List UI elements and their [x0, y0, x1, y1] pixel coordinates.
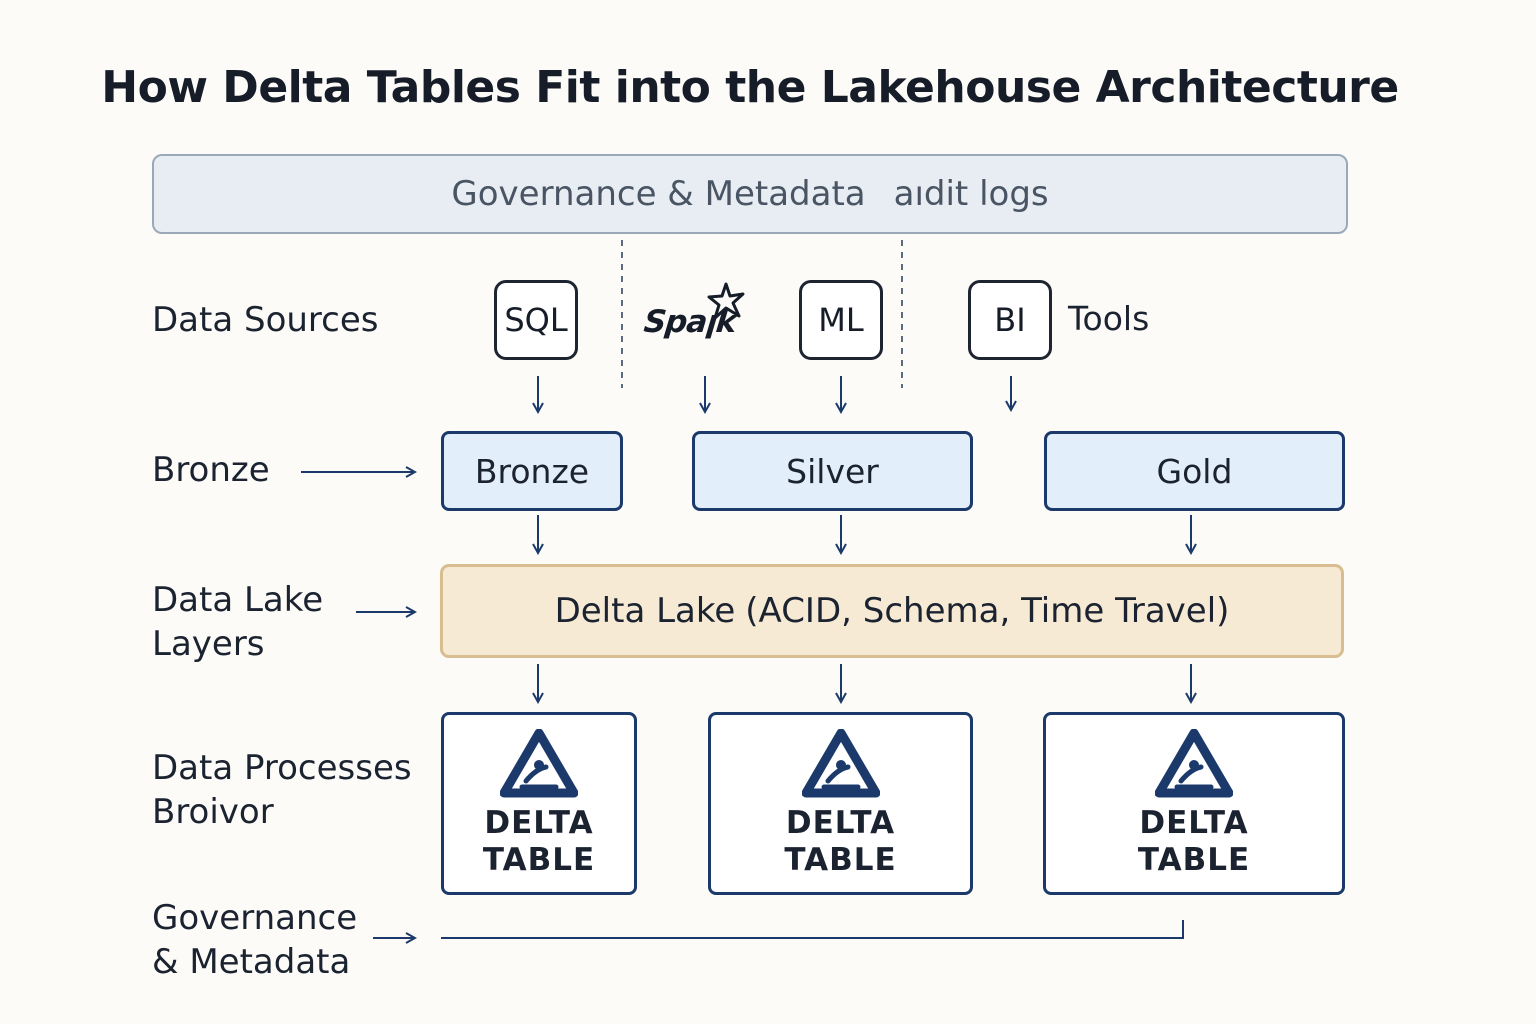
- delta-triangle-icon: [801, 728, 880, 797]
- row-label-data-processes: Data Processes Broivor: [152, 746, 412, 834]
- row-label-data-lake-line2: Layers: [152, 624, 265, 664]
- audit-logs-label: aıdit logs: [893, 174, 1049, 214]
- delta-lake-detail: (ACID, Schema, Time Travel): [745, 591, 1230, 631]
- source-ml-box: ML: [799, 280, 883, 360]
- spark-logo: Spaꞁk: [642, 282, 745, 352]
- tier-bronze-box: Bronze: [441, 431, 623, 511]
- tier-gold-box: Gold: [1044, 431, 1345, 511]
- delta-lake-name: Delta Lake: [554, 591, 736, 631]
- row-label-governance-line1: Governance: [152, 898, 358, 938]
- delta-lake-box: Delta Lake (ACID, Schema, Time Travel): [440, 564, 1344, 658]
- row-label-governance-line2: & Metadata: [152, 942, 351, 982]
- row-label-processes-line2: Broivor: [152, 792, 274, 832]
- delta-table-line2: TABLE: [482, 841, 596, 878]
- tools-label: Tools: [1068, 299, 1150, 338]
- page-title: How Delta Tables Fit into the Lakehouse …: [101, 62, 1399, 113]
- delta-table-label: DELTA TABLE: [1138, 805, 1250, 879]
- delta-table-label: DELTA TABLE: [784, 805, 896, 879]
- delta-table-line2: TABLE: [1137, 841, 1251, 878]
- governance-bar: Governance & Metadata aıdit logs: [152, 154, 1348, 234]
- delta-table-line1: DELTA: [1139, 804, 1249, 841]
- governance-bar-label: Governance & Metadata: [451, 174, 866, 214]
- delta-table-card: DELTA TABLE: [708, 712, 973, 895]
- delta-table-label: DELTA TABLE: [483, 805, 595, 879]
- row-label-data-sources: Data Sources: [152, 300, 379, 340]
- delta-table-card: DELTA TABLE: [1043, 712, 1345, 895]
- delta-table-line1: DELTA: [484, 804, 594, 841]
- delta-table-line1: DELTA: [785, 804, 896, 841]
- row-label-governance: Governance & Metadata: [152, 896, 357, 984]
- row-label-bronze: Bronze: [152, 450, 270, 490]
- delta-table-card: DELTA TABLE: [441, 712, 637, 895]
- delta-table-line2: TABLE: [784, 841, 897, 878]
- source-sql-box: SQL: [494, 280, 578, 360]
- row-label-processes-line1: Data Processes: [152, 748, 412, 788]
- governance-connector-line: [441, 920, 1184, 939]
- source-bi-box: BI: [968, 280, 1052, 360]
- row-label-data-lake: Data Lake Layers: [152, 578, 323, 666]
- row-label-data-lake-line1: Data Lake: [152, 580, 324, 620]
- spark-star-icon: [707, 282, 745, 320]
- delta-triangle-icon: [500, 728, 578, 797]
- tier-silver-box: Silver: [692, 431, 973, 511]
- delta-triangle-icon: [1155, 728, 1233, 797]
